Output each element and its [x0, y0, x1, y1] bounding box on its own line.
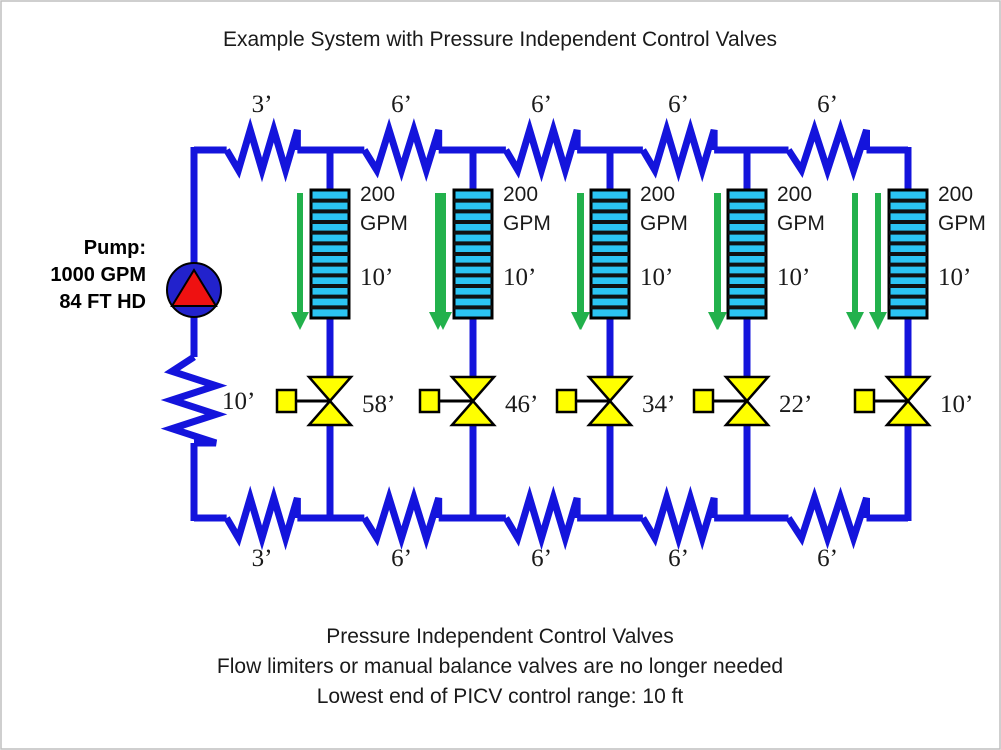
- caption-line-3: Lowest end of PICV control range: 10 ft: [317, 685, 684, 708]
- supply-resistor-2: [361, 118, 443, 182]
- valve-lower-triangle: [306, 399, 354, 427]
- picv-valve-2[interactable]: [418, 375, 497, 427]
- page-title: Example System with Pressure Independent…: [223, 28, 777, 51]
- coil-3: [589, 188, 631, 320]
- return-resistor-4: [639, 485, 718, 551]
- arrow-head: [434, 312, 452, 330]
- coil-loss-label-3: 10’: [640, 264, 673, 291]
- valve-lower-triangle: [723, 399, 771, 427]
- valve-loss-label-2: 46’: [505, 391, 538, 418]
- return-segment-label-1: 3’: [252, 545, 273, 572]
- coil-flow-unit-4: GPM: [777, 212, 825, 235]
- pump-group: Pump: 1000 GPM 84 FT HD: [50, 237, 222, 318]
- valve-actuator-box: [275, 388, 298, 414]
- pump-riser-loss-label: 10’: [222, 388, 255, 415]
- flow-arrow-right-4: [846, 193, 864, 330]
- return-segment-label-3: 6’: [531, 545, 552, 572]
- pipe-network: [160, 117, 912, 551]
- coil-flow-unit-5: GPM: [938, 212, 986, 235]
- valve-actuator-box: [418, 388, 441, 414]
- valve-group: 58’ 46’ 34’ 22’ 10’: [275, 375, 973, 427]
- coil-loss-label-1: 10’: [360, 264, 393, 291]
- return-resistor-2: [361, 486, 443, 550]
- valve-loss-label-5: 10’: [940, 391, 973, 418]
- coil-1: [309, 188, 351, 320]
- coil-flow-unit-2: GPM: [503, 212, 551, 235]
- return-resistor-3: [502, 485, 581, 551]
- pump-label-line-3: 84 FT HD: [59, 291, 146, 313]
- supply-segment-label-5: 6’: [817, 91, 838, 118]
- coil-2: [452, 188, 494, 320]
- coil-4: [726, 188, 768, 320]
- pump-label-line-2: 1000 GPM: [50, 264, 146, 286]
- pump-label-line-1: Pump:: [84, 237, 146, 259]
- segment-labels: 3’ 6’ 6’ 6’ 6’ 3’ 6’ 6’ 6’ 6’ 10’: [222, 91, 838, 572]
- caption-group: Pressure Independent Control ValvesFlow …: [217, 625, 783, 708]
- arrow-head: [291, 312, 309, 330]
- flow-arrow-left-2: [434, 193, 452, 330]
- return-segment-label-5: 6’: [817, 545, 838, 572]
- supply-segment-label-2: 6’: [391, 91, 412, 118]
- valve-actuator-box: [692, 388, 715, 414]
- coil-flow-value-5: 200: [938, 183, 973, 206]
- supply-segment-label-4: 6’: [668, 91, 689, 118]
- arrow-head: [708, 312, 726, 330]
- valve-loss-label-1: 58’: [362, 391, 395, 418]
- coil-flow-unit-1: GPM: [360, 212, 408, 235]
- valve-lower-triangle: [449, 399, 497, 427]
- valve-upper-triangle: [449, 375, 497, 403]
- coil-loss-label-5: 10’: [938, 264, 971, 291]
- caption-line-2: Flow limiters or manual balance valves a…: [217, 655, 783, 678]
- caption-line-1: Pressure Independent Control Valves: [326, 625, 673, 648]
- coil-loss-label-4: 10’: [777, 264, 810, 291]
- valve-upper-triangle: [306, 375, 354, 403]
- picv-valve-4[interactable]: [692, 375, 771, 427]
- valve-upper-triangle: [723, 375, 771, 403]
- flow-arrow-left-5: [869, 193, 887, 330]
- supply-segment-label-3: 6’: [531, 91, 552, 118]
- coil-flow-value-1: 200: [360, 183, 395, 206]
- flow-arrow-left-3: [571, 193, 589, 330]
- pump-riser-resistor: [160, 354, 228, 447]
- return-segment-label-4: 6’: [668, 545, 689, 572]
- pump-impeller-triangle: [170, 268, 218, 307]
- arrow-head: [869, 312, 887, 330]
- coil-flow-value-2: 200: [503, 183, 538, 206]
- valve-lower-triangle: [586, 399, 634, 427]
- flow-arrow-group: [291, 193, 887, 330]
- return-resistor-1: [223, 485, 301, 551]
- valve-actuator-box: [853, 388, 876, 414]
- supply-segment-label-1: 3’: [252, 91, 273, 118]
- picv-valve-1[interactable]: [275, 375, 354, 427]
- valve-actuator-box: [555, 388, 578, 414]
- picv-valve-3[interactable]: [555, 375, 634, 427]
- valve-upper-triangle: [586, 375, 634, 403]
- valve-upper-triangle: [884, 375, 932, 403]
- coil-flow-unit-3: GPM: [640, 212, 688, 235]
- coil-flow-value-3: 200: [640, 183, 675, 206]
- valve-loss-label-4: 22’: [779, 391, 812, 418]
- picv-valve-5[interactable]: [853, 375, 932, 427]
- supply-resistor-4: [639, 117, 718, 183]
- supply-resistor-1: [223, 117, 301, 183]
- flow-arrow-left-4: [708, 193, 726, 330]
- coil-loss-label-2: 10’: [503, 264, 536, 291]
- return-segment-label-2: 6’: [391, 545, 412, 572]
- flow-arrow-left-1: [291, 193, 309, 330]
- valve-lower-triangle: [884, 399, 932, 427]
- supply-resistor-5: [785, 118, 870, 182]
- arrow-head: [846, 312, 864, 330]
- coil-flow-value-4: 200: [777, 183, 812, 206]
- arrow-head: [571, 312, 589, 330]
- valve-loss-label-3: 34’: [642, 391, 675, 418]
- supply-resistor-3: [502, 117, 581, 183]
- return-resistor-5: [785, 486, 870, 550]
- coil-5: [887, 188, 929, 320]
